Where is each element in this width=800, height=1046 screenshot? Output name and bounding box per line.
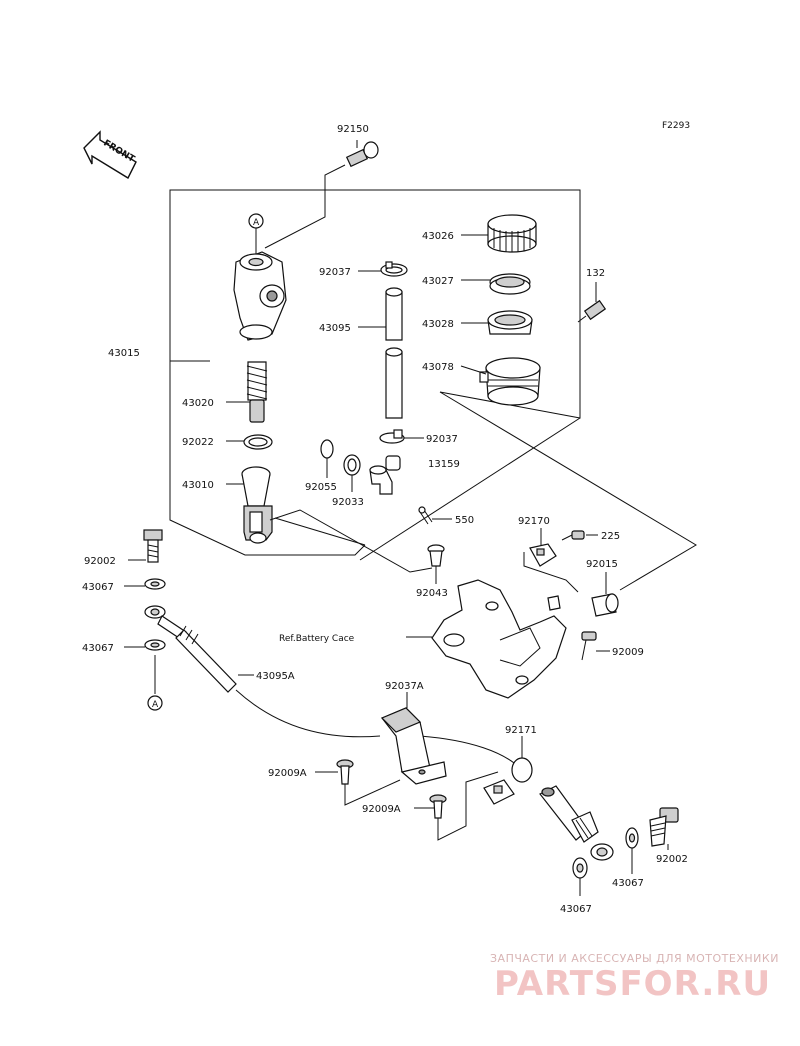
spring-piston-43020-icon — [246, 361, 268, 423]
plate-43027-icon — [489, 273, 531, 295]
bolt-92009-icon — [581, 631, 597, 661]
label-43026: 43026 — [422, 231, 454, 242]
clamp-92171-icon — [483, 757, 533, 805]
bolt-92009a-mid-icon — [429, 794, 447, 819]
label-92055: 92055 — [305, 482, 337, 493]
label-92171: 92171 — [505, 725, 537, 736]
hose-clamp-92037-top-icon — [380, 261, 408, 277]
label-43067-c: 43067 — [612, 878, 644, 889]
marker-a-bottom-text: A — [152, 700, 159, 710]
watermark-tagline: ЗАПЧАСТИ И АКСЕССУАРЫ ДЛЯ МОТОТЕХНИКИ — [490, 952, 779, 965]
label-92015: 92015 — [586, 559, 618, 570]
label-43078: 43078 — [422, 362, 454, 373]
label-43010: 43010 — [182, 480, 214, 491]
elbow-fitting-13159-icon — [369, 455, 401, 495]
master-cylinder-body-icon — [233, 251, 287, 341]
marker-a-top-text: A — [253, 218, 260, 228]
label-92170: 92170 — [518, 516, 550, 527]
label-92037a: 92037A — [385, 681, 424, 692]
label-550: 550 — [455, 515, 474, 526]
label-92009a-2: 92009A — [362, 804, 401, 815]
label-92002-left: 92002 — [84, 556, 116, 567]
label-92150: 92150 — [337, 124, 369, 135]
label-43067-a: 43067 — [82, 582, 114, 593]
o-ring-92055-icon — [320, 439, 334, 459]
label-92002-right: 92002 — [656, 854, 688, 865]
label-225: 225 — [601, 531, 620, 542]
label-92037-top: 92037 — [319, 267, 351, 278]
label-43027: 43027 — [422, 276, 454, 287]
hose-clamp-92037-mid-icon — [379, 429, 405, 444]
bolt-92009a-left-icon — [336, 759, 354, 785]
diaphragm-43028-icon — [487, 310, 533, 335]
banjo-bolt-92002-left-icon — [143, 529, 163, 563]
label-43028: 43028 — [422, 319, 454, 330]
label-43067-d: 43067 — [560, 904, 592, 915]
clamp-92170-icon — [529, 543, 557, 567]
reservoir-43078-icon — [479, 357, 541, 406]
marker-a-bottom — [147, 695, 163, 711]
ref-battery-case: Ref.Battery Cace — [279, 634, 355, 644]
cotter-pin-550-icon — [418, 506, 433, 525]
reservoir-hose-43095-icon — [385, 287, 403, 419]
label-43015: 43015 — [108, 348, 140, 359]
label-43067-b: 43067 — [82, 643, 114, 654]
pin-92043-icon — [427, 544, 445, 567]
label-13159: 13159 — [428, 459, 460, 470]
brake-hose-43095a-icon — [144, 605, 237, 693]
label-92009: 92009 — [612, 647, 644, 658]
label-92037-mid: 92037 — [426, 434, 458, 445]
label-92043: 92043 — [416, 588, 448, 599]
bolt-132-icon — [577, 299, 607, 323]
figure-code: F2293 — [662, 121, 690, 131]
reservoir-cap-43026-icon — [487, 214, 537, 253]
bolt-92150-icon — [345, 141, 379, 168]
label-43095a: 43095A — [256, 671, 295, 682]
banjo-bolt-92002-right-icon — [649, 807, 679, 847]
label-43020: 43020 — [182, 398, 214, 409]
brake-hose-lower-end-icon — [539, 785, 614, 861]
label-92009a-1: 92009A — [268, 768, 307, 779]
front-arrow-icon: FRONT — [83, 130, 137, 179]
bracket-92037a-icon — [380, 707, 447, 785]
watermark-brand: PARTSFOR.RU — [494, 964, 772, 1004]
label-43095: 43095 — [319, 323, 351, 334]
push-rod-43010-icon — [241, 466, 273, 544]
label-92022: 92022 — [182, 437, 214, 448]
assembly-outline-right — [325, 189, 581, 419]
screw-225-icon — [561, 530, 585, 541]
battery-case-bracket-icon — [431, 579, 567, 699]
grommet-92015-icon — [591, 593, 619, 617]
label-132: 132 — [586, 268, 605, 279]
label-92033: 92033 — [332, 497, 364, 508]
